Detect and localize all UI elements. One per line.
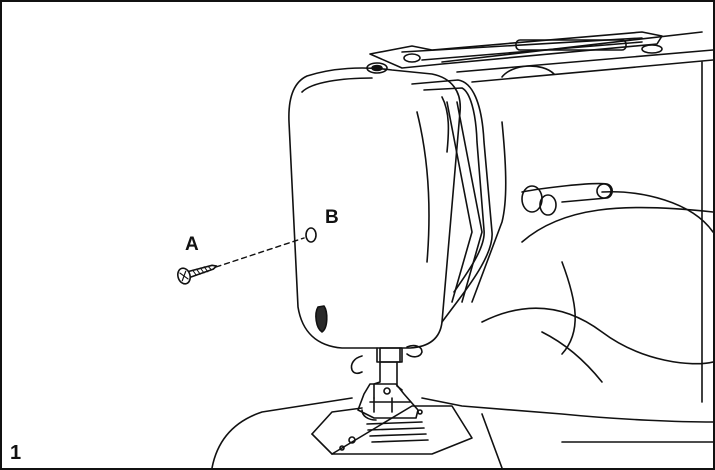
- presser-foot-assembly: [350, 344, 423, 421]
- lever: [521, 182, 614, 216]
- needle-plate: [211, 397, 713, 468]
- machine-arm: [441, 31, 713, 403]
- hole-callout-label: B: [325, 207, 339, 228]
- screw-callout-label: A: [185, 234, 199, 255]
- take-up-channel: [411, 79, 507, 323]
- figure-number: 1: [10, 442, 22, 464]
- thread-guide: [366, 31, 663, 78]
- screw-icon: [177, 264, 218, 285]
- face-plate: [288, 67, 461, 349]
- alignment-guide-line: [215, 237, 305, 268]
